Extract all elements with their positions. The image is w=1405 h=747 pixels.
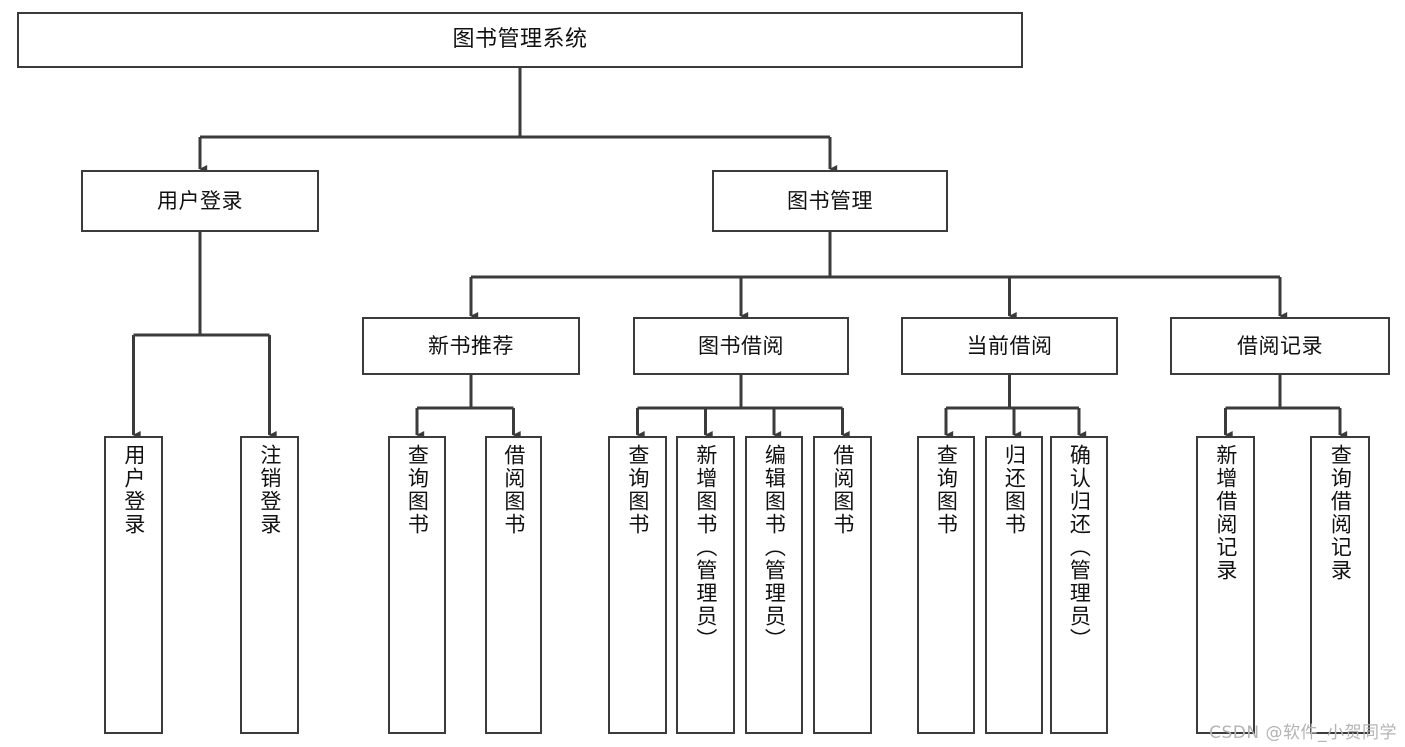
- node-current-borrow[interactable]: 当前借阅: [901, 317, 1118, 375]
- csdn-watermark: CSDN @软件_小贺同学: [1209, 723, 1397, 743]
- node-label-book-manage: 图书管理: [787, 188, 873, 213]
- node-label-leaf-rec-borrow: 借阅图书: [501, 444, 526, 536]
- node-label-leaf-logout: 注销登录: [257, 444, 282, 536]
- node-leaf-user-login[interactable]: 用户登录: [104, 436, 163, 734]
- node-borrow-record[interactable]: 借阅记录: [1170, 317, 1390, 375]
- node-label-leaf-bb-edit: 编辑图书（管理员）: [762, 444, 787, 651]
- node-label-leaf-br-add: 新增借阅记录: [1213, 444, 1238, 582]
- node-label-leaf-user-login: 用户登录: [121, 444, 146, 536]
- node-leaf-cb-return[interactable]: 归还图书: [985, 436, 1043, 734]
- node-leaf-br-query[interactable]: 查询借阅记录: [1310, 436, 1370, 734]
- node-label-leaf-cb-return: 归还图书: [1002, 444, 1027, 536]
- node-leaf-bb-edit[interactable]: 编辑图书（管理员）: [745, 436, 803, 734]
- node-leaf-cb-query[interactable]: 查询图书: [917, 436, 975, 734]
- node-leaf-logout[interactable]: 注销登录: [240, 436, 299, 734]
- node-label-leaf-bb-query: 查询图书: [625, 444, 650, 536]
- node-leaf-rec-borrow[interactable]: 借阅图书: [485, 436, 542, 734]
- node-label-user-login: 用户登录: [157, 188, 243, 213]
- node-label-book-borrow: 图书借阅: [698, 333, 784, 358]
- node-leaf-br-add[interactable]: 新增借阅记录: [1196, 436, 1255, 734]
- node-leaf-bb-add[interactable]: 新增图书（管理员）: [676, 436, 735, 734]
- node-label-leaf-cb-confirm: 确认归还（管理员）: [1067, 444, 1092, 651]
- node-label-leaf-cb-query: 查询图书: [934, 444, 959, 536]
- node-leaf-cb-confirm[interactable]: 确认归还（管理员）: [1050, 436, 1108, 734]
- node-label-leaf-rec-query: 查询图书: [405, 444, 430, 536]
- node-leaf-rec-query[interactable]: 查询图书: [388, 436, 446, 734]
- node-label-new-book-rec: 新书推荐: [428, 333, 514, 358]
- node-leaf-bb-borrow[interactable]: 借阅图书: [813, 436, 872, 734]
- node-new-book-rec[interactable]: 新书推荐: [362, 317, 580, 375]
- node-book-borrow[interactable]: 图书借阅: [633, 317, 849, 375]
- node-book-manage[interactable]: 图书管理: [712, 170, 948, 232]
- node-label-leaf-bb-add: 新增图书（管理员）: [693, 444, 718, 651]
- node-label-root: 图书管理系统: [452, 27, 588, 53]
- node-user-login[interactable]: 用户登录: [81, 170, 319, 232]
- node-leaf-bb-query[interactable]: 查询图书: [608, 436, 667, 734]
- node-label-current-borrow: 当前借阅: [966, 333, 1053, 358]
- node-label-leaf-br-query: 查询借阅记录: [1328, 444, 1353, 582]
- node-root[interactable]: 图书管理系统: [17, 12, 1023, 68]
- node-label-borrow-record: 借阅记录: [1237, 333, 1323, 358]
- node-label-leaf-bb-borrow: 借阅图书: [830, 444, 855, 536]
